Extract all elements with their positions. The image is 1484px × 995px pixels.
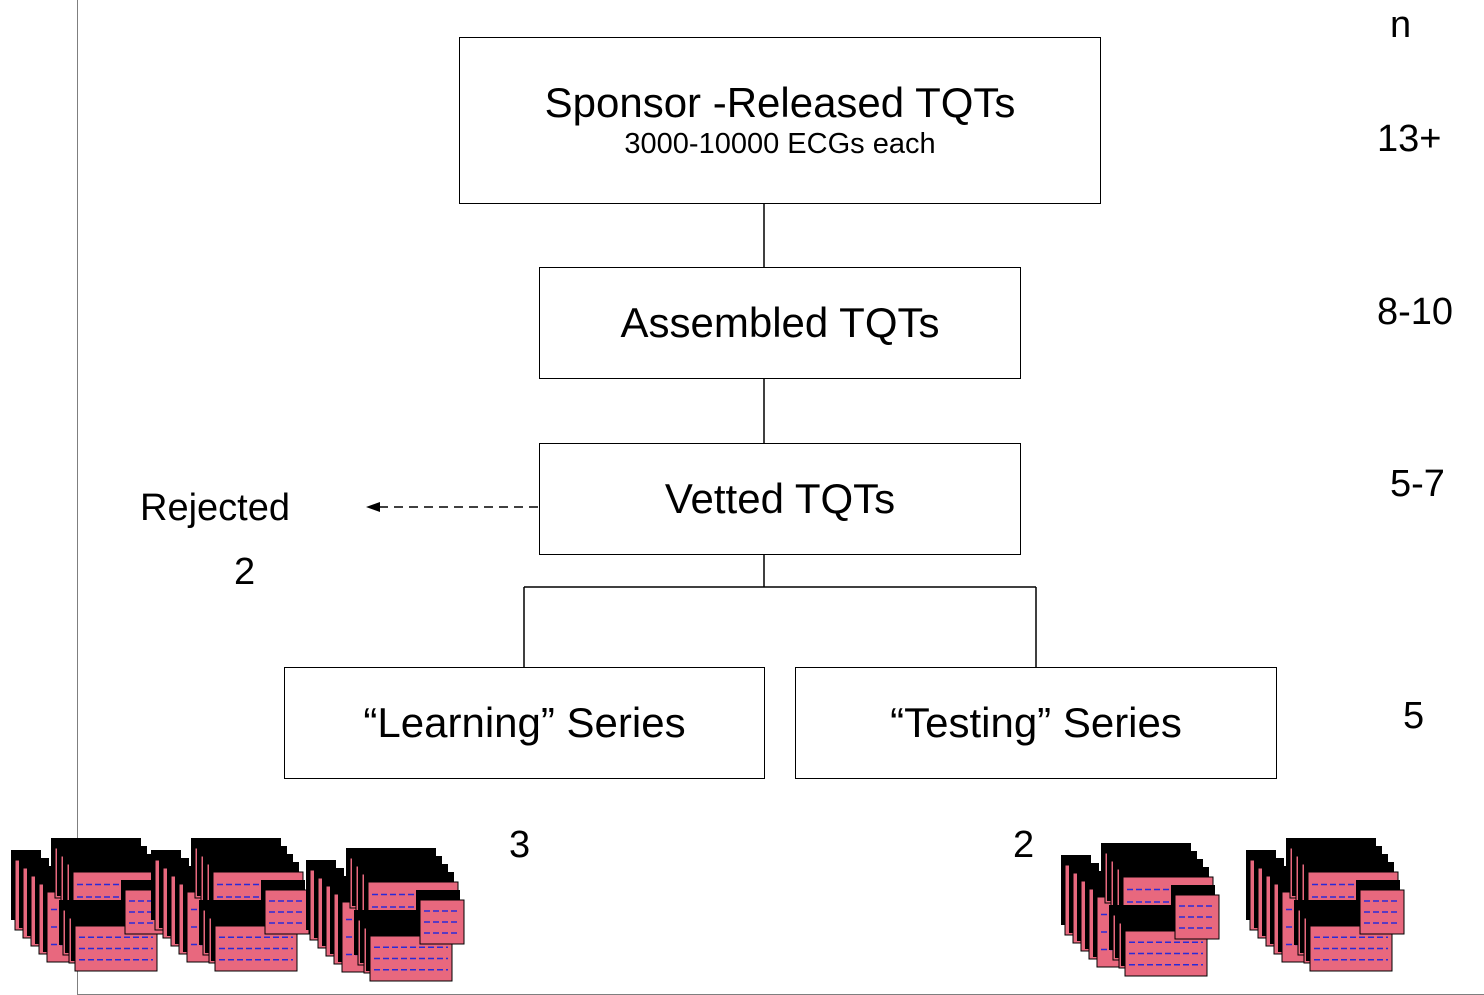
rejected-count: 2	[234, 551, 256, 593]
learning-ecg-file-stack-icon	[11, 838, 465, 982]
count-assembled: 8-10	[1377, 291, 1454, 333]
learning-series-title: “Learning” Series	[363, 698, 686, 746]
assembled-box: Assembled TQTs	[539, 267, 1021, 379]
rejected-label: Rejected	[140, 487, 290, 529]
vetted-box: Vetted TQTs	[539, 443, 1021, 555]
testing-series-box: “Testing” Series	[795, 667, 1277, 779]
testing-ecg-file-stack-icon	[1061, 838, 1405, 977]
rejected-arrowhead	[366, 502, 380, 512]
learning-series-box: “Learning” Series	[284, 667, 765, 779]
vetted-title: Vetted TQTs	[664, 474, 896, 522]
column-header-n: n	[1390, 4, 1412, 46]
count-vetted: 5-7	[1390, 463, 1445, 505]
left-frame-line	[77, 0, 78, 995]
sponsor-released-box: Sponsor -Released TQTs 3000-10000 ECGs e…	[459, 37, 1101, 204]
count-series: 5	[1403, 695, 1425, 737]
sponsor-released-subtitle: 3000-10000 ECGs each	[624, 127, 936, 160]
count-testing: 2	[1013, 824, 1035, 866]
count-learning: 3	[509, 824, 531, 866]
testing-series-title: “Testing” Series	[890, 698, 1182, 746]
assembled-title: Assembled TQTs	[620, 298, 940, 346]
sponsor-released-title: Sponsor -Released TQTs	[544, 78, 1016, 126]
count-sponsor: 13+	[1377, 118, 1442, 160]
